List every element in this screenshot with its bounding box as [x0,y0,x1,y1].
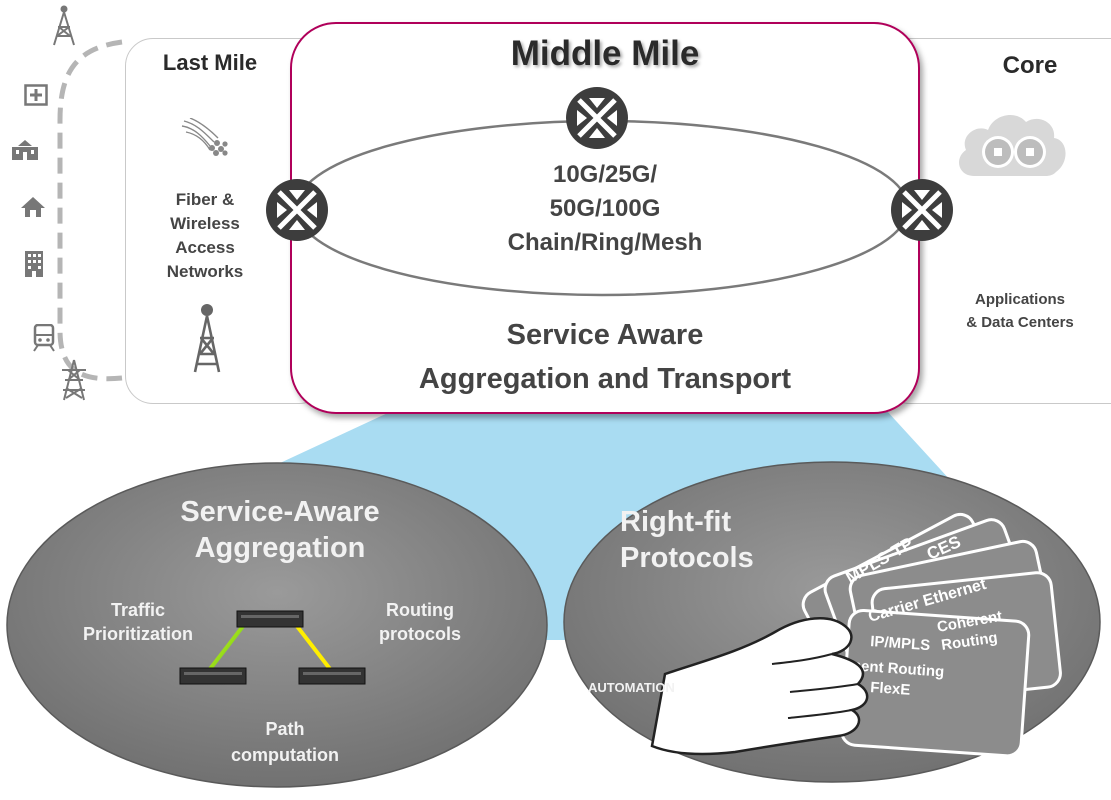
aggregation-title: Service-Aware Aggregation [130,494,430,566]
device-triangle [179,610,366,685]
cell-tower-icon [193,304,221,373]
office-building-icon [25,251,43,277]
path-computation-label: Path computation [200,716,370,768]
dashed-access-arc [57,39,123,382]
topology-label: Chain/Ring/Mesh [507,229,703,256]
core-title: Core [1002,52,1058,79]
routing-line-2: protocols [378,624,461,644]
traffic-line-1: Traffic [110,600,166,620]
router-icon [566,87,628,149]
aggregation-title-line-2: Aggregation [194,532,366,564]
hand-icon [650,617,869,756]
middle-mile-panel [290,22,920,414]
fiber-cable-icon [181,118,228,156]
right-fit-protocols-oval: MPLS-TP CES Carrier Ethernet Coherent Ro… [563,461,1101,783]
service-line-1: Service Aware [506,319,704,351]
school-icon [12,140,38,160]
house-icon [21,197,45,217]
cell-tower-icon [53,5,75,46]
apps-line-2: & Data Centers [966,314,1074,331]
router-icon [266,179,328,241]
network-switch-icon [236,610,304,628]
card-ip-mpls: IP/MPLS [870,633,931,654]
access-line-1: Fiber & [175,190,235,209]
network-switch-icon [179,667,247,685]
power-pylon-icon [62,359,86,401]
train-icon [33,324,55,352]
cloud-icon [959,115,1066,176]
service-line-2: Aggregation and Transport [418,363,792,395]
path-line-1: Path [265,719,305,739]
routing-line-1: Routing [386,600,454,620]
service-aware-label: Service Aware Aggregation and Transport [330,313,880,401]
traffic-line-2: Prioritization [82,624,193,644]
network-switch-icon [298,667,366,685]
speeds-line-1: 10G/25G/ [552,161,658,188]
middle-mile-title: Middle Mile [510,34,700,73]
applications-label: Applications & Data Centers [935,288,1105,334]
card-flexe: FlexE [870,679,911,699]
access-label: Fiber & Wireless Access Networks [140,188,270,284]
protocol-cards [801,512,1062,758]
access-line-2: Wireless [170,214,240,233]
router-icon [891,179,953,241]
last-mile-title: Last Mile [162,50,258,75]
protocols-title-line-2: Protocols [620,542,754,574]
path-line-2: computation [231,745,339,765]
protocols-title: Right-fit Protocols [620,504,820,576]
access-line-3: Access [175,238,235,257]
automation-label: AUTOMATION [588,680,675,695]
hospital-icon [24,84,48,106]
traffic-prioritization-label: Traffic Prioritization [48,598,228,646]
ring-speeds: 10G/25G/ 50G/100G Chain/Ring/Mesh [440,158,770,260]
apps-line-1: Applications [974,291,1065,308]
routing-protocols-label: Routing protocols [350,598,490,646]
access-line-4: Networks [166,262,244,281]
protocols-title-line-1: Right-fit [620,506,732,538]
aggregation-title-line-1: Service-Aware [180,496,380,528]
speeds-line-2: 50G/100G [549,195,661,222]
